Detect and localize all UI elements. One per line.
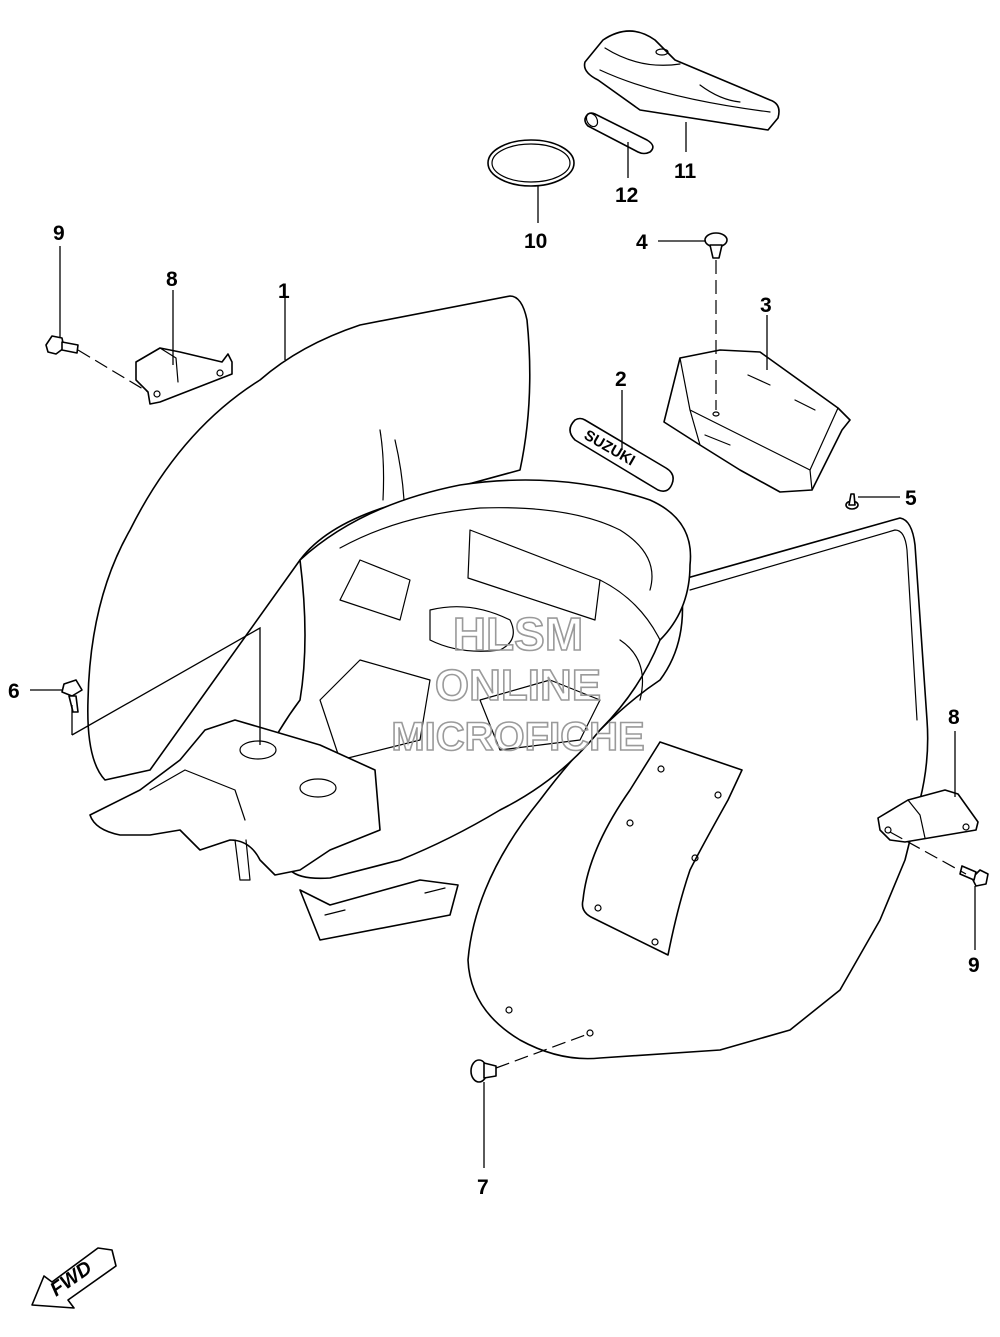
callout-9-left: 9	[53, 222, 65, 245]
part-8-bracket-right[interactable]	[877, 789, 979, 843]
callout-1: 1	[278, 280, 290, 303]
callout-6: 6	[8, 680, 20, 703]
part-11-tool-bag[interactable]	[583, 30, 780, 131]
callout-labels: 1 2 3 4 5 6 7 8 8 9 9 10 11 12	[8, 160, 980, 1199]
callout-7: 7	[477, 1176, 489, 1199]
part-3-tray[interactable]	[663, 349, 851, 493]
callout-5: 5	[905, 487, 917, 510]
watermark-line-3: MICROFICHE	[391, 715, 644, 759]
callout-11: 11	[674, 160, 697, 183]
part-6-bolt[interactable]	[61, 679, 83, 713]
watermark: HLSM ONLINE MICROFICHE	[391, 607, 646, 760]
assembly-lines	[77, 260, 967, 1069]
part-9-bolt-right[interactable]	[959, 865, 989, 887]
part-12-rod[interactable]	[584, 111, 654, 155]
callout-3: 3	[760, 294, 772, 317]
part-8-bracket-left[interactable]	[135, 347, 233, 405]
part-4-rivet[interactable]	[704, 232, 728, 259]
part-10-ring[interactable]	[487, 139, 575, 187]
callout-2: 2	[615, 368, 627, 391]
part-9-bolt-left[interactable]	[45, 335, 79, 355]
callout-9-right: 9	[968, 954, 980, 977]
fwd-arrow: FWD	[31, 1247, 117, 1309]
watermark-line-1: HLSM	[453, 608, 583, 660]
callout-8-left: 8	[166, 268, 178, 291]
callout-8-right: 8	[948, 706, 960, 729]
callout-4: 4	[636, 231, 648, 254]
part-7-rivet[interactable]	[470, 1059, 497, 1083]
part-5-screw[interactable]	[845, 493, 859, 510]
arrow-icon	[31, 1247, 117, 1309]
watermark-line-2: ONLINE	[435, 661, 601, 710]
callout-10: 10	[524, 230, 547, 253]
part-1-rear-fender[interactable]	[87, 295, 929, 1060]
callout-12: 12	[615, 184, 638, 207]
leader-lines	[30, 122, 976, 1168]
